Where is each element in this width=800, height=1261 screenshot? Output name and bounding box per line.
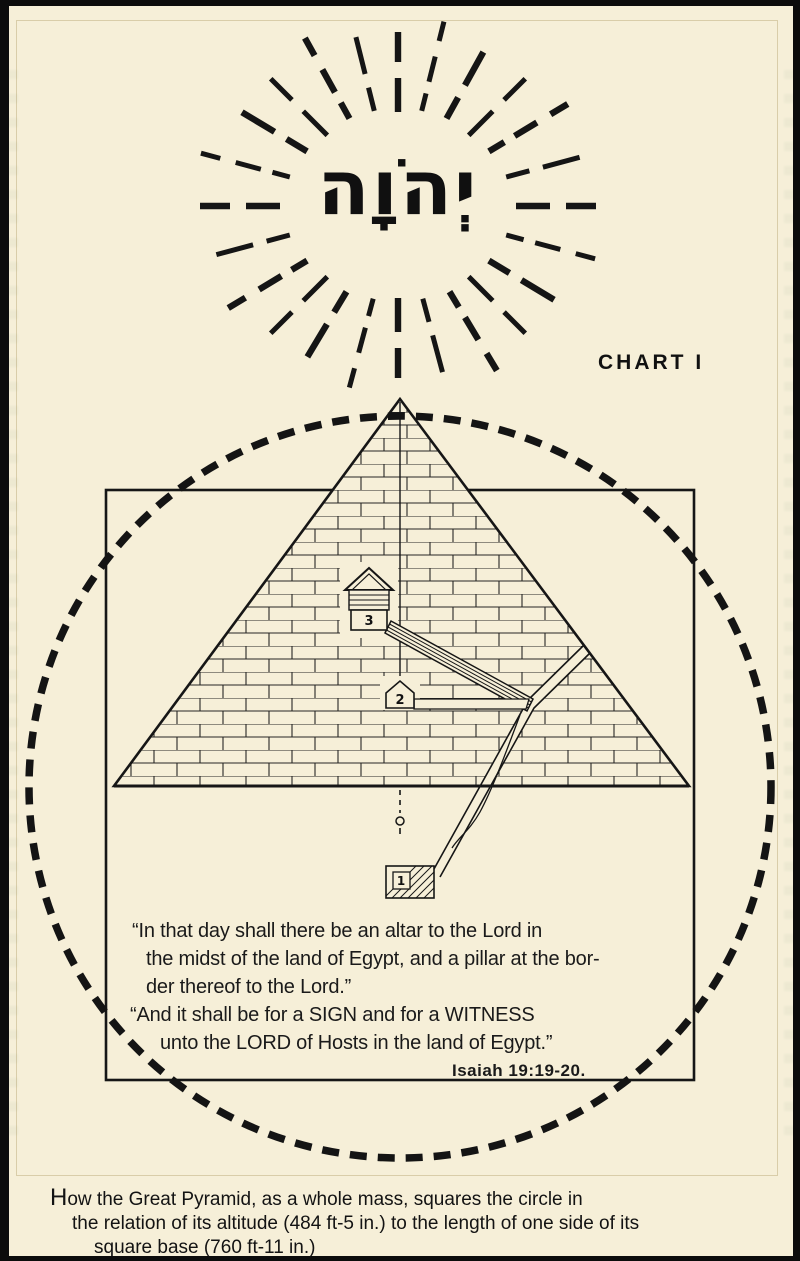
- isaiah-quote: “In that day shall there be an altar to …: [130, 917, 686, 1081]
- sunburst-rays: [186, 15, 610, 404]
- chart-label: CHART I: [598, 351, 705, 374]
- quote-line: “And it shall be for a SIGN and for a WI…: [130, 1004, 535, 1026]
- queens-passage: [413, 698, 530, 710]
- kings-chamber: 3: [342, 566, 396, 631]
- quote-line: unto the LORD of Hosts in the land of Eg…: [160, 1032, 553, 1054]
- caption-line: square base (760 ft-11 in.): [94, 1237, 316, 1258]
- squaring-circle: [25, 412, 775, 1162]
- caption-line: the relation of its altitude (484 ft-5 i…: [72, 1213, 640, 1234]
- scripture-citation: Isaiah 19:19-20.: [452, 1061, 586, 1080]
- kings-chamber-label: 3: [364, 614, 373, 629]
- quote-line: “In that day shall there be an altar to …: [132, 920, 543, 942]
- quote-line: the midst of the land of Egypt, and a pi…: [146, 948, 600, 970]
- figure-caption: How the Great Pyramid, as a whole mass, …: [50, 1186, 794, 1260]
- center-mark: [395, 790, 405, 834]
- relieving-roof: [351, 573, 387, 591]
- well-shaft: [451, 714, 521, 849]
- queens-chamber-label: 2: [395, 693, 404, 708]
- quote-line: der thereof to the Lord.”: [146, 976, 352, 998]
- tetragrammaton-title: יְהֹוָה: [317, 143, 479, 232]
- subterranean-chamber-label: 1: [397, 874, 405, 888]
- subterranean-chamber: 1: [385, 865, 435, 899]
- queens-chamber: 2: [385, 679, 415, 709]
- caption-line: How the Great Pyramid, as a whole mass, …: [50, 1184, 583, 1211]
